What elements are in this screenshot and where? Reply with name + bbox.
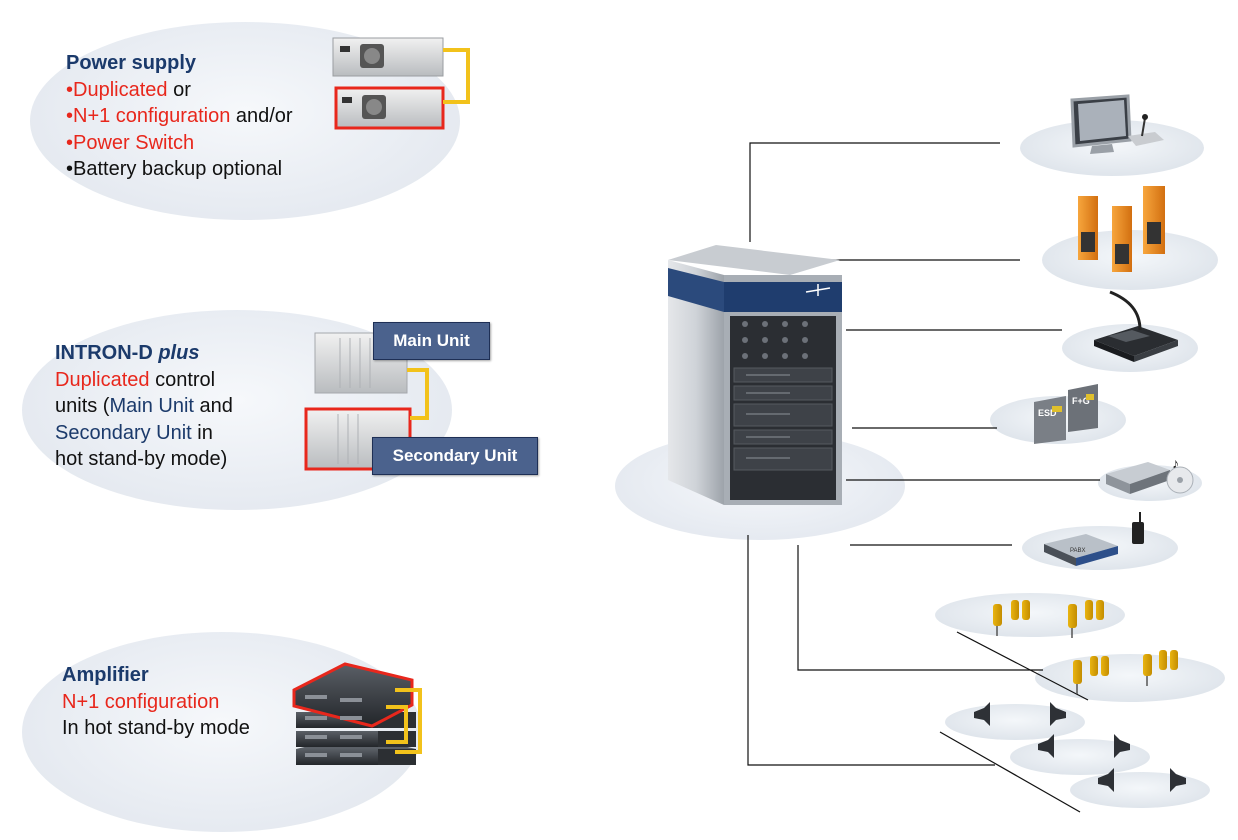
detectors-icon — [993, 600, 1178, 684]
svg-text:ESD: ESD — [1038, 408, 1057, 418]
intron-main-unit-text: Main Unit — [109, 395, 194, 417]
bullet-n1-suffix: and/or — [230, 105, 293, 127]
central-rack — [668, 245, 842, 505]
svg-text:PABX: PABX — [1070, 548, 1086, 554]
amplifier-stack — [292, 662, 422, 765]
intron-title-main: INTRON-D — [55, 342, 159, 364]
pabx-radio-icon: PABX — [1044, 512, 1144, 566]
bullet-duplicated: •Duplicated — [66, 78, 168, 101]
bullet-n1-config: •N+1 configuration — [66, 105, 231, 127]
intron-duplicated: Duplicated — [55, 368, 150, 391]
power-supply-title: Power supply — [66, 52, 197, 74]
workstation-icon — [1070, 94, 1164, 154]
paging-microphone-icon — [1094, 290, 1178, 362]
amplifier-title: Amplifier — [62, 664, 149, 686]
intron-control-text: control — [149, 368, 216, 391]
amplifier-standby: In hot stand-by mode — [62, 717, 250, 739]
loudspeakers-icon — [974, 702, 1186, 792]
bullet-battery-backup: •Battery backup optional — [66, 158, 283, 180]
bullet-power-switch: •Power Switch — [66, 131, 195, 154]
intron-block: INTRON-D plus Duplicated control units (… — [55, 340, 233, 473]
amplifier-n1-config: N+1 configuration — [62, 690, 220, 713]
intron-title: INTRON-D plus — [55, 340, 233, 367]
power-supply-block: Power supply •Duplicated or •N+1 configu… — [66, 50, 293, 183]
svg-text:F+G: F+G — [1072, 396, 1090, 406]
amplifier-block: Amplifier N+1 configuration In hot stand… — [62, 662, 250, 742]
secondary-unit-label: Secondary Unit — [372, 437, 538, 475]
esd-fg-icon: ESD F+G — [1034, 384, 1098, 444]
intron-standby-text: hot stand-by mode) — [55, 448, 228, 470]
main-unit-label: Main Unit — [373, 322, 490, 360]
intron-in-text: in — [191, 421, 213, 444]
intron-title-plus: plus — [158, 342, 200, 364]
call-stations-icon — [1078, 186, 1165, 272]
psu-units — [332, 37, 470, 130]
bullet-duplicated-suffix: or — [167, 78, 191, 101]
intron-and-text: and — [193, 395, 233, 417]
media-player-icon: ♪ — [1106, 455, 1194, 494]
intron-units-text: units ( — [55, 395, 110, 417]
svg-text:♪: ♪ — [1172, 455, 1179, 471]
intron-secondary-unit-text: Secondary Unit — [55, 421, 192, 444]
